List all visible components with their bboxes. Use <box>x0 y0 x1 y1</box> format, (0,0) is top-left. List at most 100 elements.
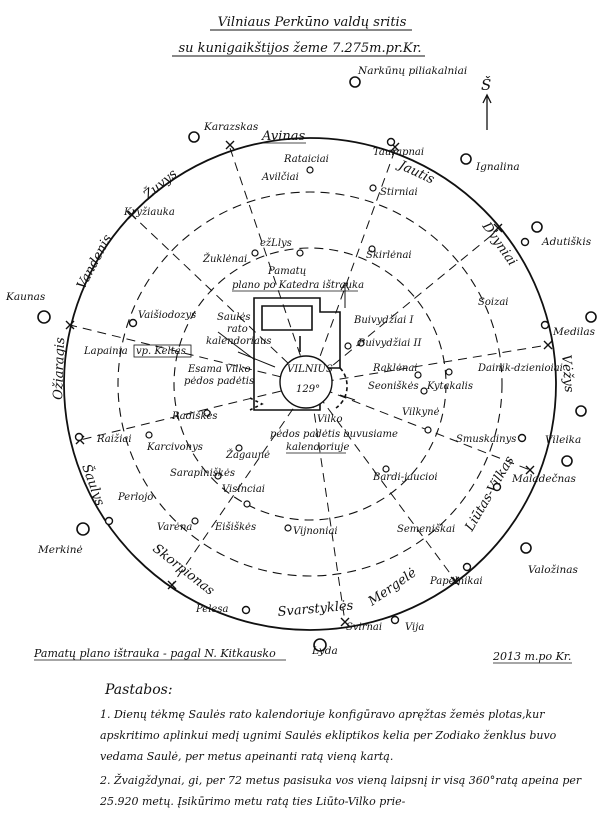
place-skirlenai: Skirlėnai <box>366 250 412 261</box>
place-vijnoniai: Vijnoniai <box>293 526 338 537</box>
zodiac-svarstykles: Svarstyklės <box>277 598 354 620</box>
place-maladecnas: Maladečnas <box>511 472 576 485</box>
place-vaisiodozys: Vaišiodozys <box>138 310 196 321</box>
title-line-1: Vilniaus Perkūno valdų sritis <box>218 15 407 30</box>
interior-towns <box>145 166 453 532</box>
place-lyda: Lyda <box>311 645 338 657</box>
center-vilko-1: Vilko <box>317 414 343 425</box>
place-vileika: Vileika <box>545 434 581 446</box>
outer-towns <box>37 76 597 652</box>
center-saules-2: rato <box>227 324 248 335</box>
place-raiziai: Raižiai <box>96 434 132 445</box>
zodiac-zuvys: Žuvys <box>140 166 181 204</box>
place-smuskainys: Smuskainys <box>456 434 516 445</box>
center-vp-keltas-box <box>133 344 192 358</box>
outer-circle <box>63 137 557 631</box>
place-medilas: Medilas <box>552 326 596 338</box>
place-karciavonys: Karcivonys <box>146 442 203 453</box>
note-1: 1. Dienų tėkmę Saulės rato kalendoriuje … <box>100 708 557 763</box>
place-perlojo: Perlojo <box>117 492 153 503</box>
vilnius-center <box>279 355 333 409</box>
place-stirniai: Stirniai <box>380 187 418 198</box>
place-labels: Narkūnų piliakalniai Karazskas Taurapnai… <box>5 65 596 657</box>
center-pamatu-2: plano po Katedra ištrauka <box>232 280 364 291</box>
boundary-towns <box>74 137 550 625</box>
notes-heading: Pastabos: <box>105 682 173 698</box>
narkunu-marker <box>349 76 361 88</box>
center-esama-2: pėdos padėtis <box>184 376 254 387</box>
radial-lines <box>69 147 549 623</box>
center-vilko-2: pėdos padėtis buvusiame <box>270 429 398 440</box>
place-rakienai: Raklėnai <box>372 363 418 374</box>
place-seoniskes: Seoniškės <box>368 381 419 392</box>
place-adutiskis: Adutiškis <box>541 236 592 248</box>
medilas-marker <box>585 311 597 323</box>
place-karazskas: Karazskas <box>203 121 259 133</box>
place-kytakalis: Kytakalis <box>426 381 473 392</box>
zodiac-mergele: Mergelė <box>365 565 420 610</box>
place-buivydziai-1: Buivydžiai I <box>353 315 414 326</box>
lyda-marker <box>313 638 327 652</box>
place-ignalina: Ignalina <box>475 161 520 173</box>
place-sarapiniskes: Sarapiniškės <box>170 468 235 479</box>
north-label: Š <box>481 76 491 94</box>
center-saules-1: Saulės <box>217 312 251 323</box>
place-kryziauka: Kryžiauka <box>123 207 175 218</box>
center-vp-keltas: vp. Keltas <box>136 346 186 357</box>
center-esama-1: Esama Vilko <box>187 364 251 375</box>
middle-circle <box>117 191 503 577</box>
place-vilkyne: Vilkynė <box>402 407 440 418</box>
kaunas-marker <box>37 310 51 324</box>
place-rataiciai: Rataiciai <box>283 154 329 165</box>
valozinas-marker <box>520 542 532 554</box>
footer-date: 2013 m.po Kr. <box>492 650 571 663</box>
place-zuklenai: Žuklėnai <box>202 253 247 265</box>
place-narkunu: Narkūnų piliakalniai <box>357 65 467 77</box>
north-arrow-icon <box>482 93 492 130</box>
zodiac-avinas: Avinas <box>261 129 305 144</box>
place-soizai: Soizai <box>478 297 509 308</box>
title-line-2: su kunigaikštijos žeme 7.275m.pr.Kr. <box>178 41 421 56</box>
place-svirnai: Svirnai <box>346 622 382 633</box>
footer-source: Pamatų plano ištrauka - pagal N. Kitkaus… <box>33 647 276 660</box>
zodiac-skorpionas: Skorpionas <box>150 541 218 599</box>
center-labels: Pamatų plano po Katedra ištrauka Saulės … <box>133 266 398 454</box>
place-varena: Varėna <box>157 522 192 533</box>
place-valozinas: Valožinas <box>528 563 578 576</box>
place-pelesa: Pelesa <box>195 604 228 615</box>
zodiac-saulys: Šaulys <box>78 462 109 509</box>
zodiac-vezys: Vėžys <box>558 354 576 393</box>
karazskas-marker <box>188 131 200 143</box>
place-papelnikai: Papelnikai <box>429 576 483 587</box>
place-vija: Vija <box>405 622 424 633</box>
center-vilnius: VILNIUS <box>287 364 333 375</box>
center-pamatu-1: Pamatų <box>267 266 306 277</box>
place-eisiskes: Eišiškės <box>214 522 256 533</box>
place-ezlys: ežLlys <box>260 238 292 249</box>
center-degrees: 129° <box>296 384 320 395</box>
ignalina-marker <box>460 153 472 165</box>
place-merkine: Merkinė <box>37 544 83 556</box>
inner-circle <box>173 247 447 521</box>
note-2: 2. Žvaigždynai, gi, per 72 metus pasisuk… <box>100 774 582 808</box>
place-semeniskai: Semeniškai <box>397 524 455 535</box>
place-dainik: Dainik-dzienioiai <box>477 363 563 374</box>
center-vilko-3: kalendoriuje <box>286 442 350 453</box>
place-taurapnai: Taurapnai <box>373 147 424 158</box>
place-kaunas: Kaunas <box>5 291 46 303</box>
zodiac-vandenis: Vandenis <box>74 232 115 292</box>
place-bardjaucioi: Bardi-jaucioi <box>372 472 438 483</box>
place-visinciai: Visinciai <box>222 484 265 495</box>
place-radiskes: Radiškės <box>171 411 218 422</box>
cathedral-plan <box>249 297 348 411</box>
vileika-marker <box>575 405 587 417</box>
zodiac-oziaragis: Ožiaragis <box>51 337 68 400</box>
center-saules-3: kalendoriaus <box>206 336 272 347</box>
merkine-marker <box>76 522 90 536</box>
place-avilciai: Avilčiai <box>261 172 299 183</box>
center-arrows <box>217 281 356 401</box>
place-buivydziai-2: Buivydžiai II <box>357 338 422 349</box>
maladecnas-marker <box>561 455 573 467</box>
